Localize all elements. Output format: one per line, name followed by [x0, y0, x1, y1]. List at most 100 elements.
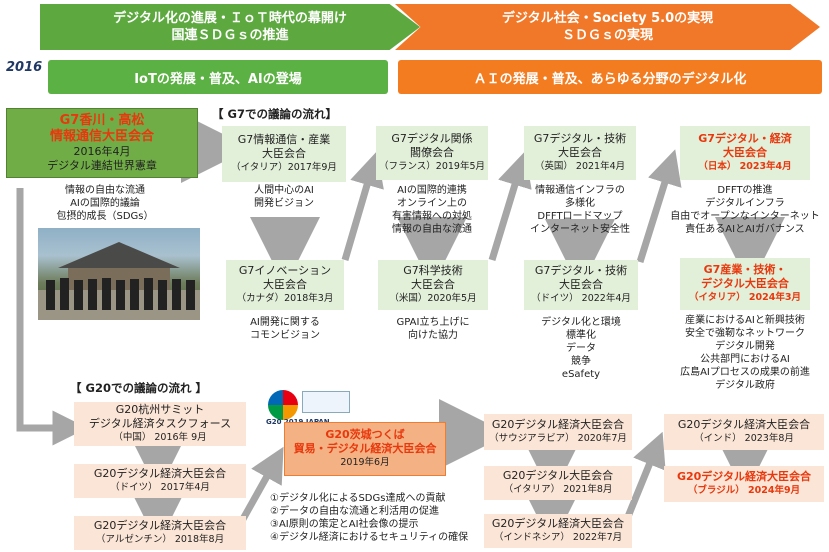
note: AIの国際的連携	[397, 185, 467, 196]
note: 責任あるAIとAIガバナンス	[685, 224, 805, 235]
g20-hangzhou-sub: （中国） 2016年 9月	[113, 432, 207, 443]
g20-ibaraki2019-notes: ①デジタル化によるSDGs達成への貢献 ②データの自由な流通と利活用の促進 ③A…	[270, 492, 480, 544]
note: 情報通信インフラの	[535, 185, 625, 196]
note: ③AI原則の策定とAI社会像の提示	[270, 519, 419, 530]
era-arrow-right: デジタル社会・Society 5.0の実現 ＳＤＧｓの実現	[395, 4, 820, 50]
era-right-line2: ＳＤＧｓの実現	[561, 28, 653, 43]
g7-usa2020-sub: （米国）2020年5月	[389, 293, 477, 304]
note: 産業におけるAIと新興技術	[685, 315, 805, 326]
g7-france2019-sub: （フランス）2019年5月	[378, 161, 486, 172]
g20-india2023-box: G20デジタル経済大臣会合 （インド） 2023年8月	[664, 414, 824, 450]
g7-japan2023-notes: DFFTの推進 デジタルインフラ 自由でオープンなインターネット 責任あるAIと…	[662, 184, 828, 236]
g7-germany2022-sub: （ドイツ） 2022年4月	[531, 293, 631, 304]
g7-germany2022-notes: デジタル化と環境 標準化 データ 競争 eSafety	[524, 316, 638, 381]
g20-saudi2020-title: G20デジタル経済大臣会合	[491, 418, 625, 431]
note: ①デジタル化によるSDGs達成への貢献	[270, 493, 446, 504]
note: AIの国際的議論	[70, 198, 140, 209]
g20-indonesia2022-box: G20デジタル経済大臣会合 （インドネシア） 2022年7月	[484, 514, 632, 548]
g20-ibaraki2019-title1: G20茨城つくば	[325, 428, 405, 441]
g7-canada2018-title1: G7イノベーション	[238, 264, 332, 277]
arrow-g7-to-g20	[16, 188, 88, 446]
g7-usa2020-title2: 大臣会合	[411, 278, 455, 291]
g7-italy2017-notes: 人間中心のAI 開発ビジョン	[222, 184, 346, 210]
note: デジタルインフラ	[705, 198, 785, 209]
g7-kagawa-title1: G7香川・高松	[59, 113, 145, 128]
g7-kagawa-sub: デジタル連結世界憲章	[47, 159, 157, 172]
g7-italy2024-notes: 産業におけるAIと新興技術 安全で強靭なネットワーク デジタル開発 公共部門にお…	[662, 314, 828, 392]
g7-usa2020-box: G7科学技術 大臣会合 （米国）2020年5月	[378, 260, 488, 310]
g7-canada2018-notes: AI開発に関する コモンビジョン	[226, 316, 344, 342]
g7-uk2021-notes: 情報通信インフラの 多様化 DFFTロードマップ インターネット安全性	[516, 184, 644, 236]
g7-uk2021-sub: （英国） 2021年4月	[534, 161, 626, 172]
g7-usa2020-title1: G7科学技術	[403, 264, 463, 277]
g7-italy2024-sub: （イタリア） 2024年3月	[689, 292, 801, 303]
note: デジタル化と環境	[541, 317, 621, 328]
note: データ	[566, 343, 596, 354]
g20-argentina2018-sub: （アルゼンチン） 2018年8月	[95, 534, 225, 545]
g7-italy2024-title1: G7産業・技術・	[703, 263, 787, 276]
g20-india2023-title: G20デジタル経済大臣会合	[677, 418, 811, 431]
g20-japan-logo-icon	[268, 390, 298, 420]
venue-badge-icon	[302, 391, 350, 413]
g7-japan2023-sub: （日本） 2023年4月	[698, 161, 792, 172]
note: DFFTの推進	[717, 185, 773, 196]
note: 安全で強靭なネットワーク	[685, 328, 805, 339]
g20-argentina2018-box: G20デジタル経済大臣会合 （アルゼンチン） 2018年8月	[74, 516, 246, 550]
meeting-group-photo	[38, 228, 200, 320]
g7-italy2024-box: G7産業・技術・ デジタル大臣会合 （イタリア） 2024年3月	[680, 258, 810, 310]
note: 有害情報への対処	[392, 211, 472, 222]
g20-brazil2024-title: G20デジタル経済大臣会合	[676, 470, 812, 483]
band-iot: IoTの発展・普及、AIの登場	[48, 60, 388, 94]
g7-germany2022-title2: 大臣会合	[559, 278, 603, 291]
note: 情報の自由な流通	[65, 185, 145, 196]
era-right-line1: デジタル社会・Society 5.0の実現	[501, 11, 714, 26]
g20-indonesia2022-sub: （インドネシア） 2022年7月	[493, 532, 623, 543]
arrow-usa-uk	[488, 151, 532, 262]
note: オンライン上の	[397, 198, 467, 209]
note: デジタル政府	[715, 380, 775, 391]
g7-kagawa-box: G7香川・高松 情報通信大臣会合 2016年4月 デジタル連結世界憲章	[6, 108, 198, 178]
arrow-canada-france	[341, 151, 384, 261]
era-left-line1: デジタル化の進展・ＩｏＴ時代の幕開け	[113, 11, 347, 26]
arrow-germany-japan	[636, 149, 682, 264]
g7-italy2017-title1: G7情報通信・産業	[237, 133, 331, 146]
g20-brazil2024-box: G20デジタル経済大臣会合 （ブラジル） 2024年9月	[664, 466, 824, 502]
g20-brazil2024-sub: （ブラジル） 2024年9月	[687, 485, 801, 496]
note: 競争	[571, 356, 591, 367]
era-left-line2: 国連ＳＤＧｓの推進	[171, 28, 289, 43]
g20-italy2021-title: G20デジタル大臣会合	[502, 469, 614, 482]
g7-canada2018-sub: （カナダ）2018年3月	[236, 293, 334, 304]
note: 包摂的成長（SDGs）	[56, 211, 154, 222]
g7-uk2021-box: G7デジタル・技術 大臣会合 （英国） 2021年4月	[524, 126, 636, 180]
section-g7-title: 【 G7での議論の流れ】	[212, 107, 337, 121]
band-ai: ＡＩの発展・普及、あらゆる分野のデジタル化	[398, 60, 822, 94]
g20-indonesia2022-title: G20デジタル経済大臣会合	[491, 517, 625, 530]
note: インターネット安全性	[530, 224, 630, 235]
g7-italy2024-title2: デジタル大臣会合	[701, 277, 789, 290]
era-arrow-left: デジタル化の進展・ＩｏＴ時代の幕開け 国連ＳＤＧｓの推進	[40, 4, 420, 50]
note: 向けた協力	[408, 330, 458, 341]
g20-india2023-sub: （インド） 2023年8月	[694, 433, 794, 444]
g7-france2019-title1: G7デジタル関係	[391, 132, 473, 145]
note: 標準化	[566, 330, 596, 341]
note: 自由でオープンなインターネット	[670, 211, 820, 222]
g7-uk2021-title1: G7デジタル・技術	[533, 132, 627, 145]
note: ④デジタル経済におけるセキュリティの確保	[270, 532, 469, 543]
note: 多様化	[565, 198, 595, 209]
g7-france2019-box: G7デジタル関係 閣僚会合 （フランス）2019年5月	[376, 126, 488, 180]
g7-italy2017-box: G7情報通信・産業 大臣会合 （イタリア）2017年9月	[222, 126, 346, 182]
g7-germany2022-box: G7デジタル・技術 大臣会合 （ドイツ） 2022年4月	[524, 260, 638, 310]
g20-germany2017-title: G20デジタル経済大臣会合	[93, 467, 227, 480]
g20-hangzhou-box: G20杭州サミット デジタル経済タスクフォース （中国） 2016年 9月	[74, 402, 246, 446]
g7-france2019-notes: AIの国際的連携 オンライン上の 有害情報への対処 情報の自由な流通	[372, 184, 492, 236]
g20-saudi2020-box: G20デジタル経済大臣会合 （サウジアラビア） 2020年7月	[484, 414, 632, 450]
note: コモンビジョン	[250, 330, 320, 341]
g20-ibaraki2019-box: G20茨城つくば 貿易・デジタル経済大臣会合 2019年6月	[284, 422, 446, 476]
note: DFFTロードマップ	[537, 211, 623, 222]
g7-kagawa-date: 2016年4月	[73, 145, 131, 158]
arrow-indonesia-india	[621, 431, 666, 526]
note: 開発ビジョン	[254, 198, 314, 209]
g7-canada2018-title2: 大臣会合	[263, 278, 307, 291]
g20-hangzhou-title1: G20杭州サミット	[115, 403, 205, 416]
g20-italy2021-box: G20デジタル大臣会合 （イタリア） 2021年8月	[484, 466, 632, 500]
